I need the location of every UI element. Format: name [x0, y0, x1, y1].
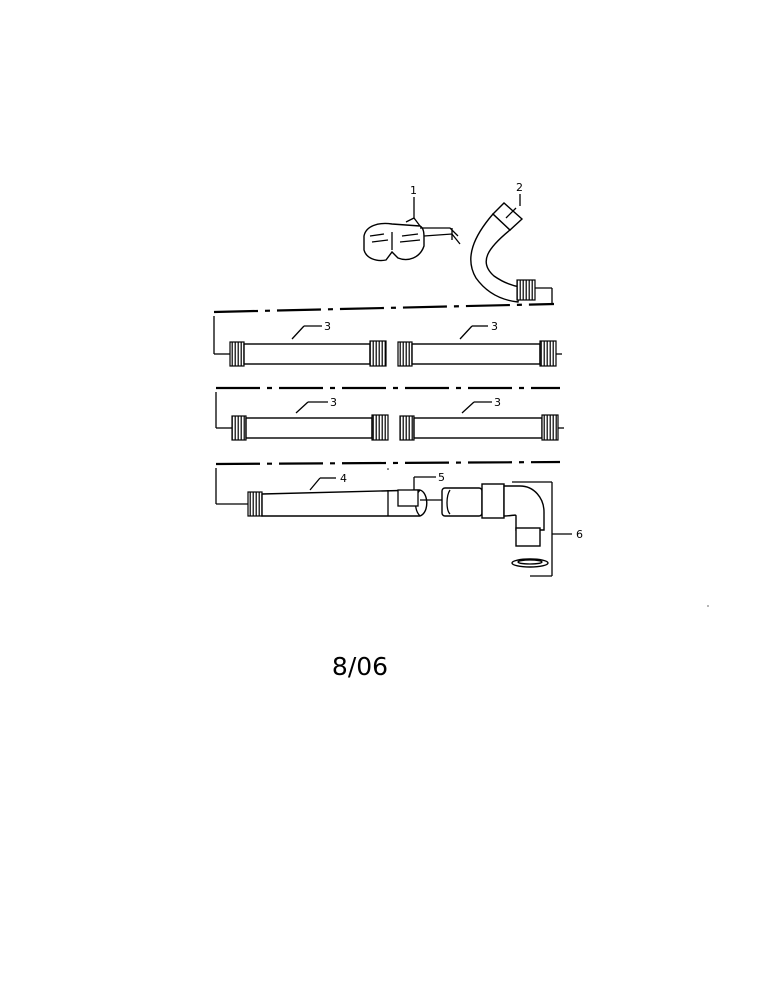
- leader-line-3b: [459, 325, 473, 340]
- leader-line-3d: [461, 401, 475, 414]
- part-label-2: 2: [516, 181, 523, 194]
- elbow-tube-part: [470, 202, 553, 304]
- straight-tube-part: [397, 340, 557, 367]
- end-tube-part: [247, 489, 442, 517]
- straight-tube-part: [399, 414, 559, 441]
- leader-line-3a: [291, 325, 305, 340]
- gutter-kit-part: [441, 481, 553, 577]
- leader-line-4: [309, 477, 321, 491]
- straight-tube-part: [231, 414, 389, 441]
- safety-glasses-part: [363, 217, 461, 262]
- decal-part: [397, 489, 419, 507]
- part-label-6: 6: [576, 528, 583, 541]
- leader-line-3c: [295, 401, 309, 414]
- part-label-3c: 3: [330, 396, 337, 409]
- part-label-3d: 3: [494, 396, 501, 409]
- connection-line-1: [213, 302, 555, 314]
- part-label-3a: 3: [324, 320, 331, 333]
- straight-tube-part: [229, 340, 387, 367]
- part-label-1: 1: [410, 184, 417, 197]
- connection-line-3: [215, 460, 561, 466]
- part-label-5: 5: [438, 471, 445, 484]
- revision-date: 8/06: [331, 652, 389, 681]
- part-label-3b: 3: [491, 320, 498, 333]
- part-label-4: 4: [340, 472, 347, 485]
